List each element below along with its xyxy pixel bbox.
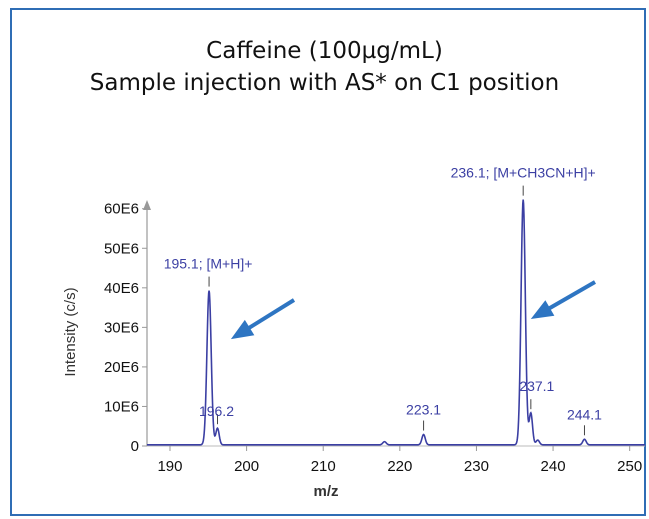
peak-label: 195.1; [M+H]+ [164, 256, 253, 272]
arrow-236-peak-head [530, 300, 555, 319]
y-tick-label: 60E6 [104, 201, 139, 218]
spectrum-line [147, 199, 645, 446]
y-tick-label: 0 [131, 438, 139, 455]
y-axis-arrowhead [143, 200, 151, 210]
spectrum-trace-layer [147, 199, 645, 446]
y-tick-label: 40E6 [104, 280, 139, 297]
chart-title-line-1: Caffeine (100µg/mL) [206, 38, 443, 64]
x-tick-label: 250 [617, 458, 642, 475]
y-tick-label: 30E6 [104, 319, 139, 336]
peak-label: 196.2 [199, 403, 234, 419]
x-tick-label: 230 [464, 458, 489, 475]
peak-label: 244.1 [567, 406, 602, 422]
x-tick-label: 200 [234, 458, 259, 475]
peak-labels-layer: 195.1; [M+H]+ 196.2 223.1 236.1; [M+CH3CN+H… [164, 165, 602, 436]
figure-frame [10, 8, 646, 516]
peak-label: 236.1; [M+CH3CN+H]+ [451, 165, 596, 181]
x-tick-label: 190 [157, 458, 182, 475]
x-tick-label: 210 [311, 458, 336, 475]
chart-axes: 0 10E6 20E6 30E6 40E6 50E6 60E6 190 200 210 220 230… [62, 200, 645, 500]
chart-title-line-2: Sample injection with AS* on C1 position [89, 70, 560, 96]
y-tick-label: 10E6 [104, 398, 139, 415]
y-axis-label: Intensity (c/s) [62, 287, 79, 376]
peak-label: 237.1 [519, 378, 554, 394]
x-axis-label: m/z [313, 483, 338, 500]
peak-label: 223.1 [406, 402, 441, 418]
arrow-195-peak-head [230, 319, 255, 340]
x-tick-label: 220 [387, 458, 412, 475]
y-tick-label: 20E6 [104, 359, 139, 376]
x-tick-label: 240 [541, 458, 566, 475]
arrows-layer [230, 280, 596, 340]
y-tick-label: 50E6 [104, 240, 139, 257]
